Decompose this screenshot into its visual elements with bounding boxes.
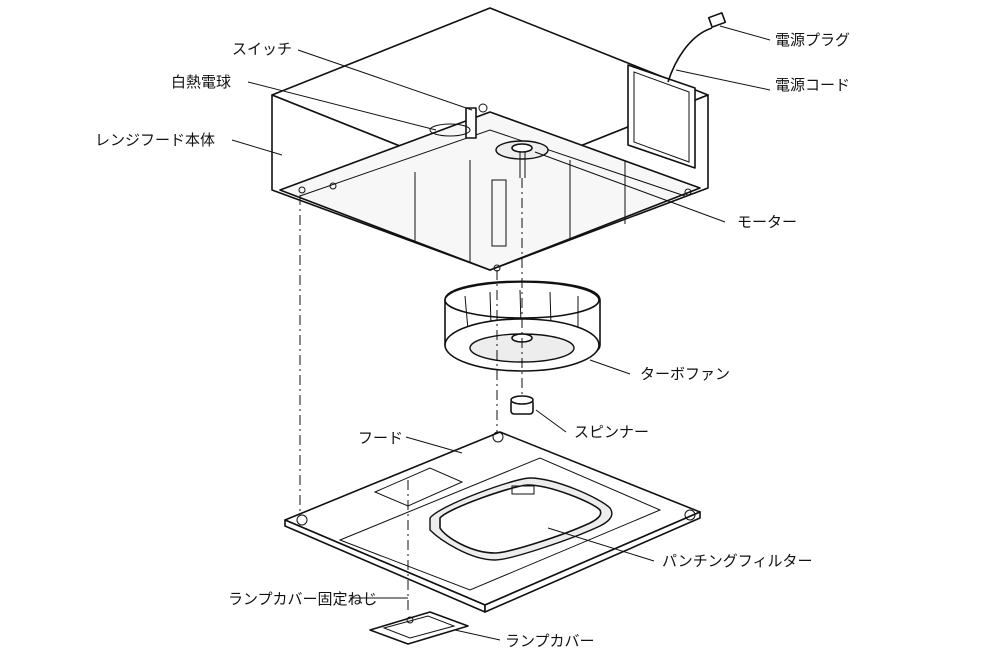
alignment-lines — [299, 178, 523, 612]
label-bulb: 白熱電球 — [171, 73, 232, 91]
label-lamp-cover-screw: ランプカバー固定ねじ — [228, 590, 378, 608]
lamp-cover — [369, 611, 469, 645]
label-turbo-fan: ターボファン — [640, 365, 731, 383]
label-power-plug: 電源プラグ — [775, 31, 851, 49]
power-cord — [667, 12, 727, 83]
spinner — [510, 395, 534, 415]
leader-lines — [231, 25, 771, 641]
label-spinner: スピンナー — [574, 423, 650, 441]
label-hood: フード — [358, 429, 404, 447]
label-lamp-cover: ランプカバー — [505, 632, 595, 650]
label-power-cord: 電源コード — [775, 76, 851, 94]
range-hood-body — [271, 7, 709, 272]
label-switch: スイッチ — [232, 40, 293, 58]
punching-filter — [429, 477, 613, 561]
label-motor: モーター — [737, 213, 798, 231]
label-punching-filter: パンチングフィルター — [662, 552, 813, 570]
label-range-hood-body: レンジフード本体 — [95, 131, 216, 149]
